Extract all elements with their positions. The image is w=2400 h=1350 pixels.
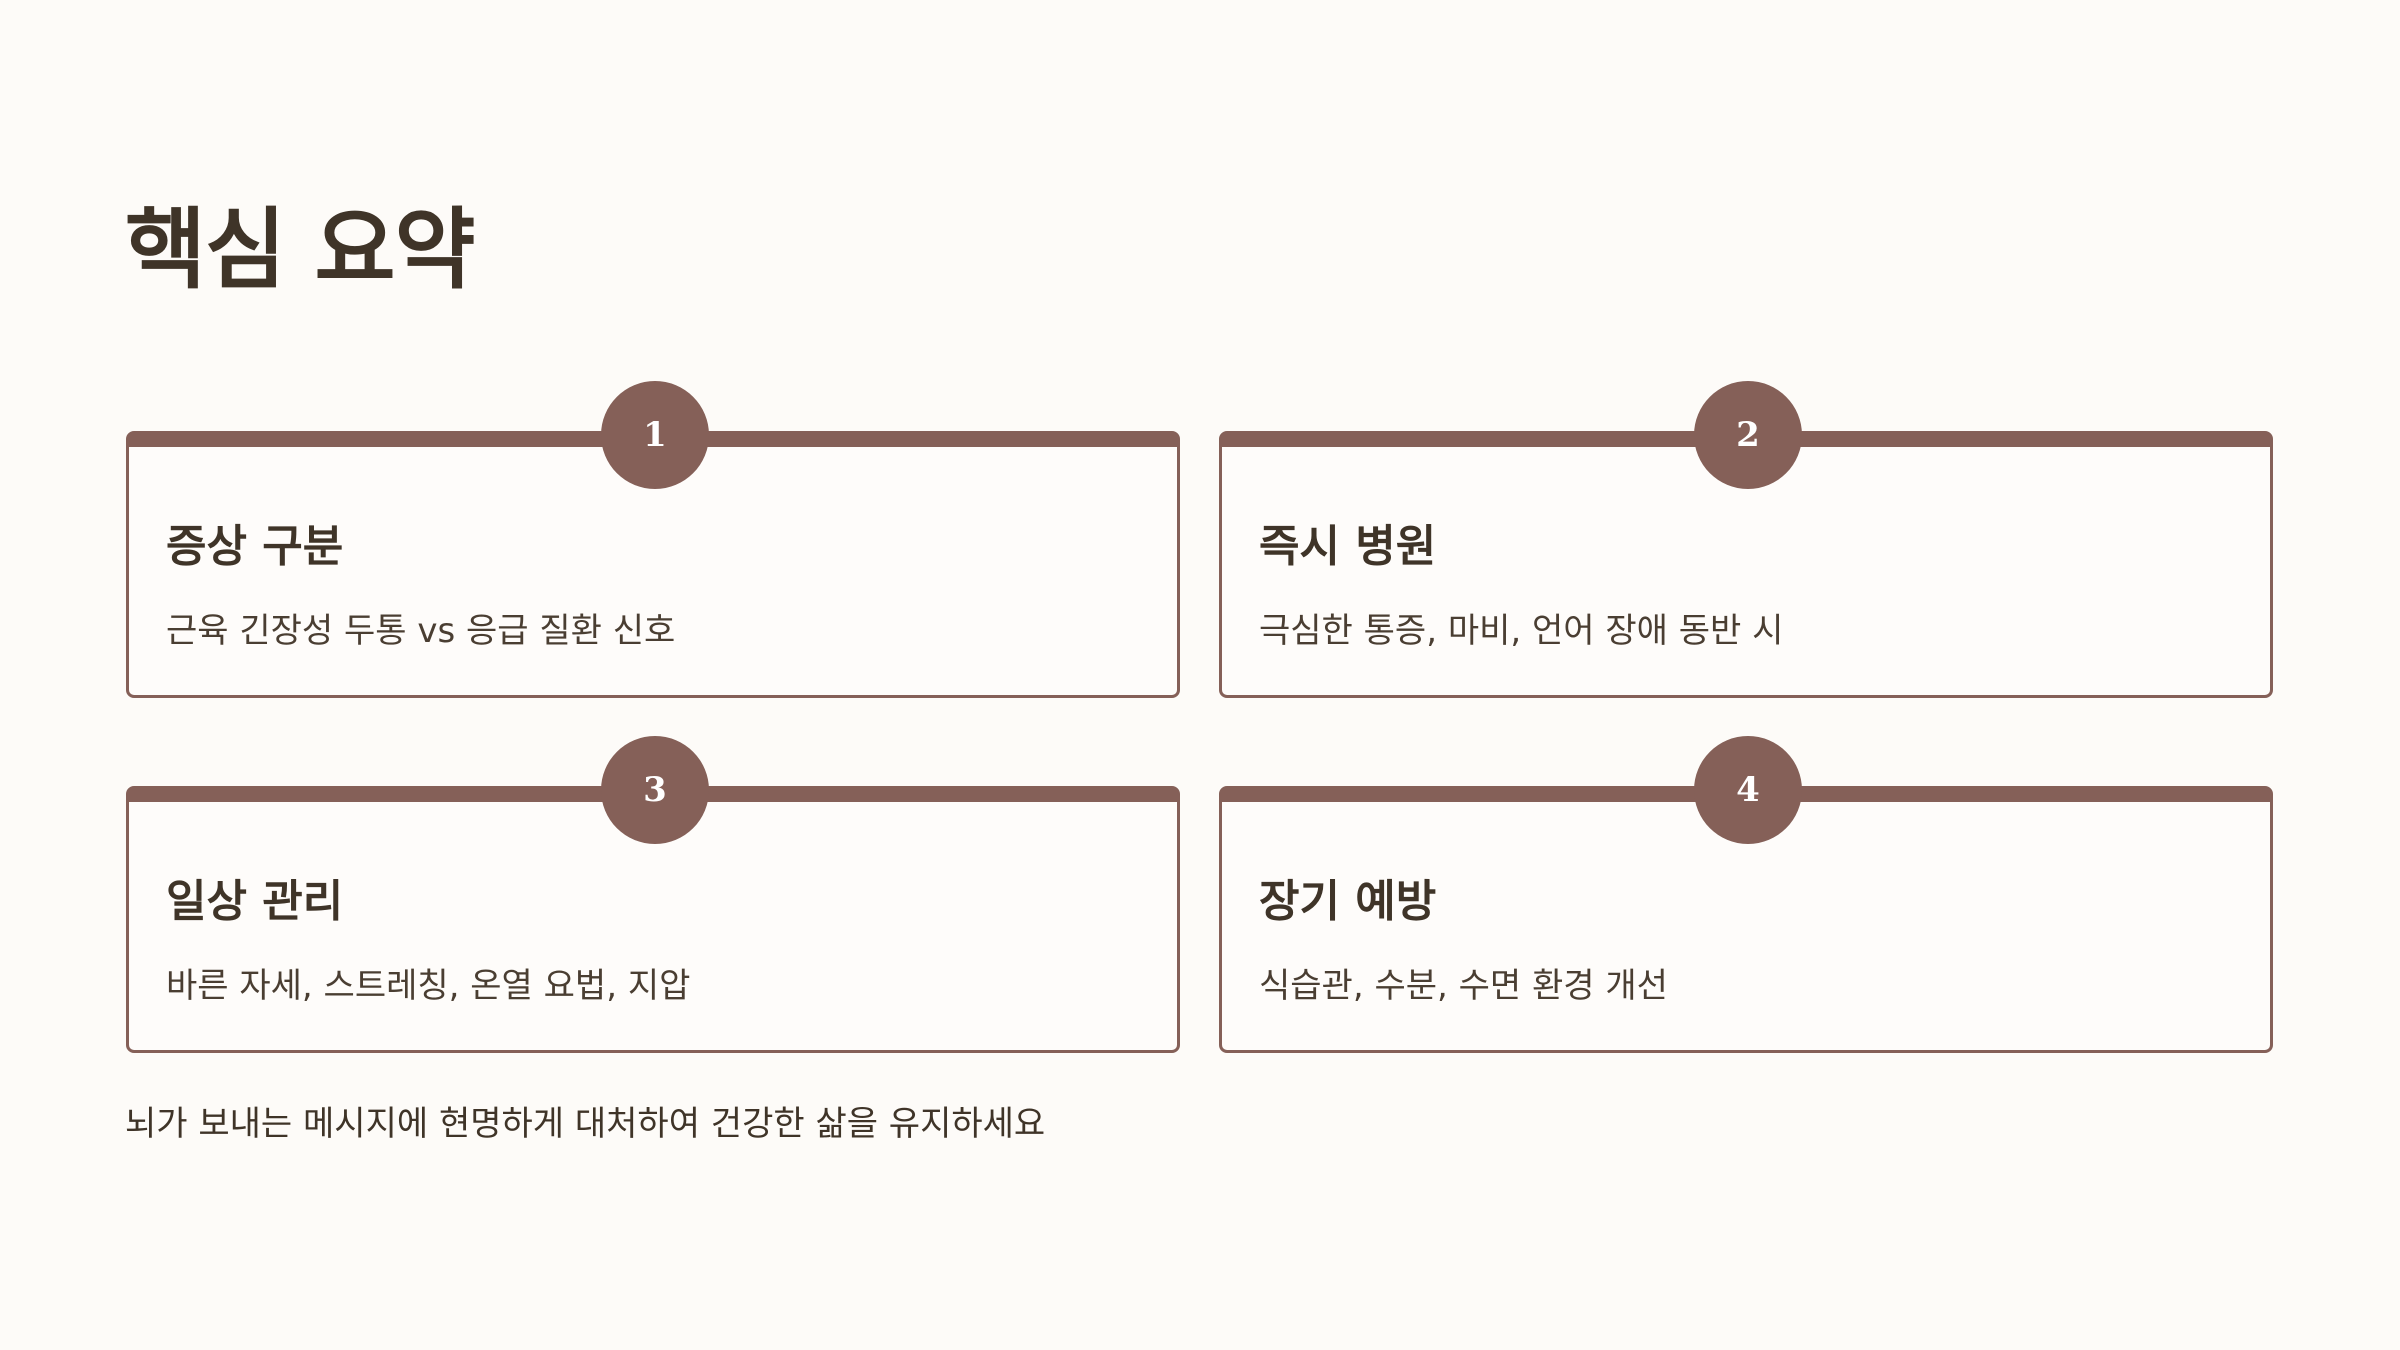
summary-card-3: 3 일상 관리 바른 자세, 스트레칭, 온열 요법, 지압 [126, 736, 1180, 1053]
summary-card-2: 2 즉시 병원 극심한 통증, 마비, 언어 장애 동반 시 [1219, 381, 2273, 698]
card-number-badge: 3 [601, 736, 709, 844]
card-description: 근육 긴장성 두통 vs 응급 질환 신호 [166, 611, 676, 651]
card-heading: 장기 예방 [1259, 876, 1437, 927]
closing-message: 뇌가 보내는 메시지에 현명하게 대처하여 건강한 삶을 유지하세요 [125, 1104, 1046, 1144]
card-number-badge: 2 [1694, 381, 1802, 489]
summary-card-1: 1 증상 구분 근육 긴장성 두통 vs 응급 질환 신호 [126, 381, 1180, 698]
summary-card-4: 4 장기 예방 식습관, 수분, 수면 환경 개선 [1219, 736, 2273, 1053]
card-heading: 증상 구분 [166, 521, 344, 572]
card-heading: 즉시 병원 [1259, 521, 1437, 572]
card-description: 극심한 통증, 마비, 언어 장애 동반 시 [1259, 611, 1784, 651]
card-description: 식습관, 수분, 수면 환경 개선 [1259, 966, 1668, 1006]
card-number-badge: 1 [601, 381, 709, 489]
card-heading: 일상 관리 [166, 876, 344, 927]
slide-title: 핵심 요약 [125, 198, 475, 301]
card-number-badge: 4 [1694, 736, 1802, 844]
card-description: 바른 자세, 스트레칭, 온열 요법, 지압 [166, 966, 691, 1006]
